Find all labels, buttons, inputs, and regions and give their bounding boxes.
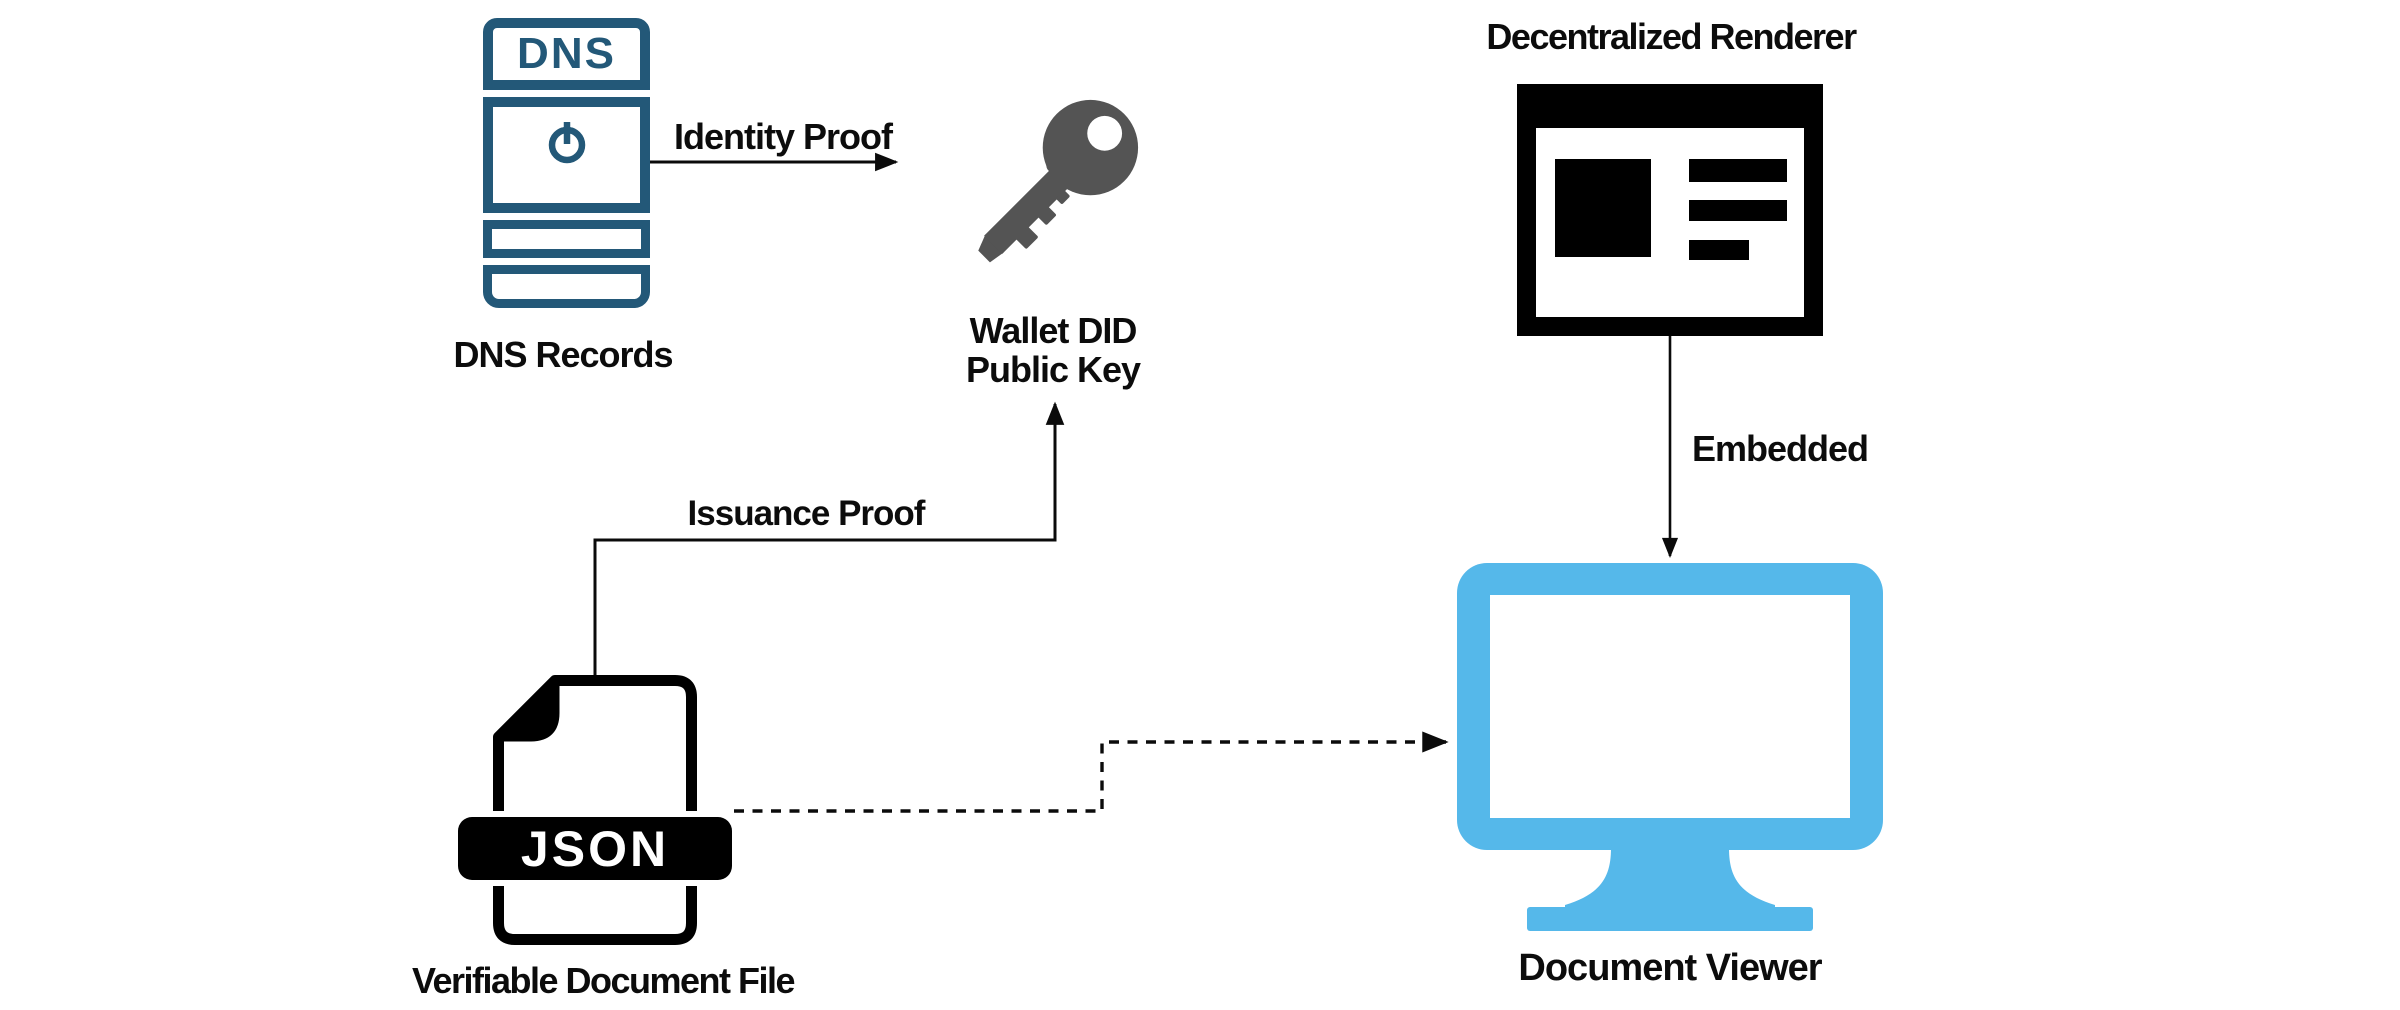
issuance-proof-label: Issuance Proof <box>687 494 926 533</box>
dns-server-top-segment: DNS <box>483 18 650 90</box>
issuance-proof-arrow <box>593 401 1065 675</box>
dns-server-base-segment <box>483 265 650 308</box>
identity-proof-label: Identity Proof <box>674 116 893 157</box>
key-icon <box>978 99 1139 263</box>
dns-server-power-segment <box>483 97 650 213</box>
decentralized-renderer-label: Decentralized Renderer <box>1486 16 1857 57</box>
dns-records-label: DNS Records <box>453 334 673 375</box>
wallet-did-label: Wallet DID Public Key <box>965 310 1141 390</box>
browser-window-icon <box>1517 84 1823 336</box>
monitor-icon <box>1457 563 1883 931</box>
dns-icon-text: DNS <box>517 29 616 78</box>
dns-server-icon: DNS <box>483 18 650 308</box>
json-file-icon <box>493 675 697 945</box>
power-icon <box>548 122 585 164</box>
json-badge-text: JSON <box>520 820 670 877</box>
document-viewer-label: Document Viewer <box>1518 947 1822 989</box>
dns-server-drive-segment <box>483 220 650 258</box>
wallet-did-label-line1: Wallet DID <box>969 310 1138 351</box>
wallet-did-label-line2: Public Key <box>965 348 1141 390</box>
embedded-label: Embedded <box>1692 428 1869 469</box>
json-to-viewer-dashed-arrow <box>734 731 1449 813</box>
verifiable-document-file-label: Verifiable Document File <box>411 960 796 1001</box>
json-badge: JSON <box>458 817 732 880</box>
